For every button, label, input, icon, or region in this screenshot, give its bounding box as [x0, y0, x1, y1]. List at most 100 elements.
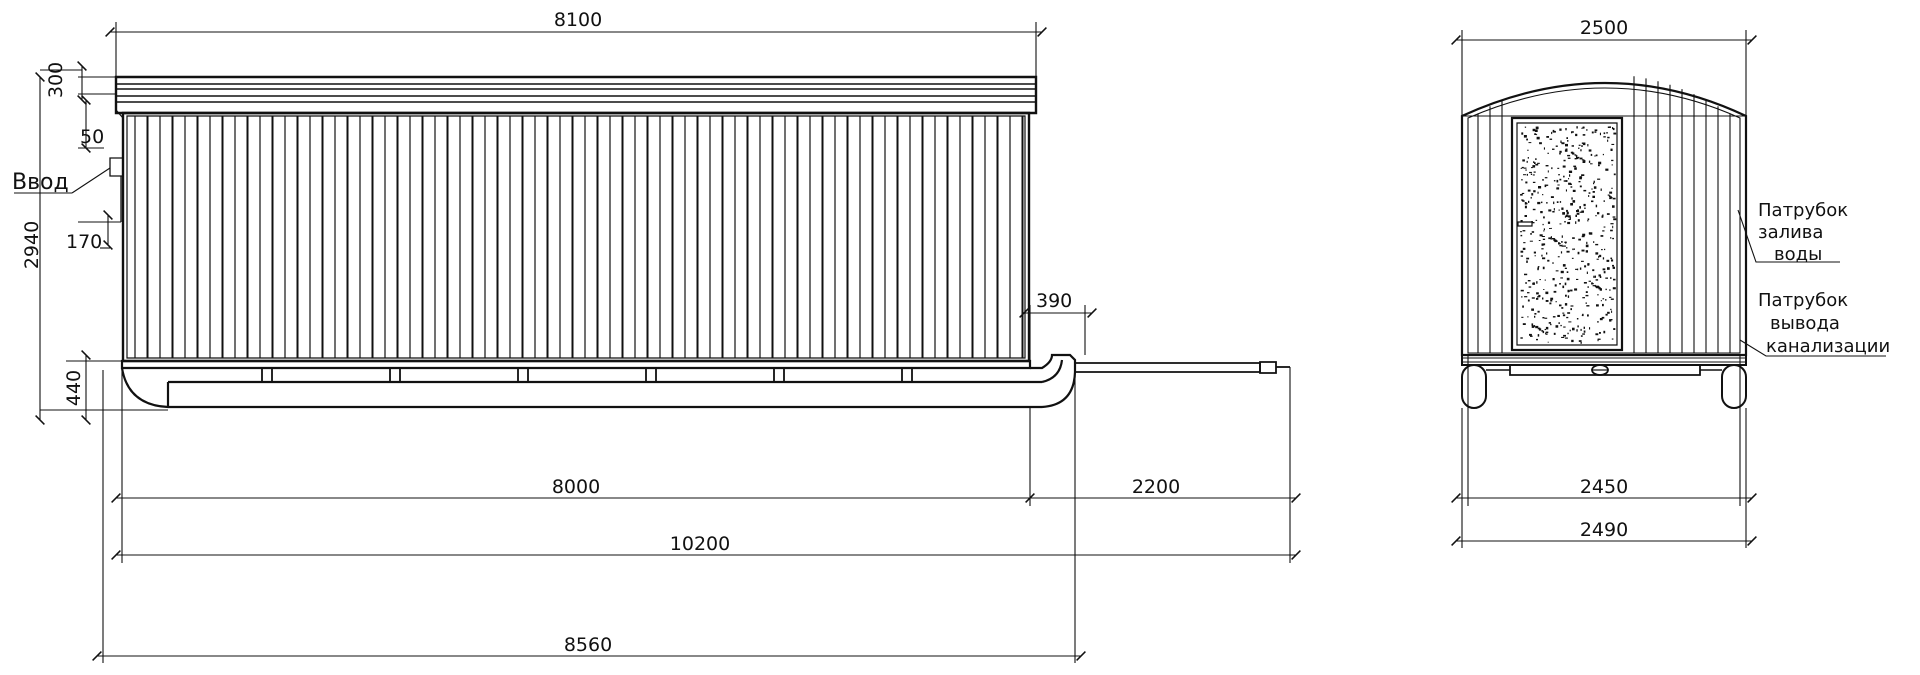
door-texture-dot: [1559, 178, 1562, 181]
door-texture-dot: [1530, 233, 1532, 235]
door-texture-dot: [1569, 174, 1571, 177]
door-texture-dot: [1569, 217, 1571, 220]
door-texture-dot: [1613, 173, 1616, 176]
door-texture-dot: [1562, 314, 1566, 317]
door-texture-dot: [1539, 279, 1541, 281]
door-texture-dot: [1586, 129, 1588, 131]
door-texture-dot: [1602, 298, 1605, 300]
door-texture-dot: [1545, 165, 1549, 167]
door-texture-dot: [1550, 227, 1552, 229]
door-texture-dot: [1548, 322, 1551, 324]
door-texture-dot: [1546, 136, 1549, 138]
door-texture-dot: [1613, 278, 1616, 281]
door-texture-dot: [1578, 238, 1581, 241]
door-texture-dot: [1612, 205, 1615, 208]
door-texture-dot: [1572, 152, 1575, 155]
door-texture-dot: [1562, 165, 1566, 168]
door-texture-dot: [1595, 285, 1598, 288]
door-texture-dot: [1520, 337, 1523, 339]
door-texture-dot: [1558, 174, 1560, 176]
door-texture-dot: [1613, 132, 1617, 135]
door-texture-dot: [1579, 211, 1583, 213]
door-texture-dot: [1528, 200, 1530, 203]
door-texture-dot: [1571, 197, 1573, 200]
door-texture-dot: [1595, 279, 1599, 281]
door-texture-dot: [1564, 149, 1568, 152]
door-texture-dot: [1609, 191, 1613, 194]
door-texture-dot: [1530, 196, 1532, 199]
door-texture-dot: [1611, 143, 1615, 145]
door-texture-dot: [1565, 143, 1568, 147]
door-texture-dot: [1583, 330, 1586, 333]
door-texture-dot: [1603, 226, 1606, 228]
dim-440: 440: [63, 370, 85, 406]
door-texture-dot: [1609, 289, 1611, 291]
door-texture-dot: [1524, 202, 1527, 205]
dim-2490: 2490: [1580, 519, 1628, 541]
door-texture-dot: [1542, 330, 1545, 334]
door-texture-dot: [1585, 294, 1589, 297]
door-texture-dot: [1554, 239, 1557, 243]
door-texture-dot: [1597, 338, 1601, 340]
door-texture-dot: [1598, 161, 1602, 165]
dim-2450: 2450: [1580, 476, 1628, 498]
body-panel: [123, 113, 1029, 361]
door-texture-dot: [1611, 310, 1613, 313]
door-texture-dot: [1611, 338, 1614, 340]
door-texture-dot: [1536, 338, 1538, 341]
door-texture-dot: [1550, 237, 1552, 240]
door-texture-dot: [1524, 126, 1527, 128]
door-texture-dot: [1598, 287, 1601, 290]
door-texture-dot: [1611, 164, 1613, 166]
door-texture-dot: [1575, 268, 1578, 270]
door-texture-dot: [1579, 157, 1583, 160]
door-texture-dot: [1547, 341, 1549, 343]
door-texture-dot: [1526, 173, 1528, 176]
door-texture-dot: [1546, 202, 1548, 204]
door-texture-dot: [1575, 214, 1577, 217]
door-texture-dot: [1565, 180, 1568, 182]
door-texture-dot: [1567, 290, 1570, 293]
door-texture-dot: [1526, 202, 1528, 205]
door-texture-dot: [1543, 228, 1545, 231]
door-texture-dot: [1607, 311, 1610, 314]
door-texture-dot: [1542, 243, 1546, 246]
door-texture-dot: [1559, 223, 1562, 225]
door-texture-dot: [1532, 174, 1535, 176]
door-texture-dot: [1578, 156, 1580, 159]
door-texture-dot: [1597, 178, 1601, 180]
door-texture-dot: [1560, 324, 1562, 327]
door-texture-dot: [1568, 321, 1572, 323]
door-texture-dot: [1592, 283, 1594, 285]
door-texture-dot: [1524, 205, 1527, 209]
door-texture-dot: [1547, 221, 1551, 224]
door-texture-dot: [1532, 128, 1536, 132]
door-texture-dot: [1536, 297, 1539, 300]
door-texture-dot: [1609, 296, 1612, 298]
door-texture-dot: [1610, 237, 1612, 239]
door-texture-dot: [1562, 212, 1565, 215]
door-texture-dot: [1557, 167, 1560, 169]
door-texture-dot: [1522, 200, 1525, 202]
door-texture-dot: [1550, 297, 1554, 300]
door-texture-dot: [1545, 291, 1549, 295]
door-texture-dot: [1552, 262, 1554, 264]
door-texture-dot: [1561, 307, 1564, 309]
sewer-outlet-label: Патрубок вывода канализации: [1758, 290, 1890, 357]
door-texture-dot: [1564, 267, 1567, 269]
door-texture-dot: [1611, 159, 1614, 162]
door-texture-dot: [1538, 186, 1542, 189]
door-texture-dot: [1551, 131, 1553, 135]
door-texture-dot: [1543, 147, 1545, 150]
door-texture-dot: [1555, 325, 1559, 328]
door-texture-dot: [1535, 134, 1538, 136]
door-texture-dot: [1573, 248, 1575, 250]
door-texture-dot: [1542, 194, 1544, 196]
door-texture-dot: [1530, 173, 1533, 175]
door-texture-dot: [1567, 215, 1571, 218]
door-texture-dot: [1554, 284, 1557, 287]
door-handle: [1518, 222, 1532, 226]
door-texture-dot: [1567, 221, 1571, 225]
door-texture-dot: [1520, 255, 1523, 257]
door-texture-dot: [1559, 304, 1562, 307]
